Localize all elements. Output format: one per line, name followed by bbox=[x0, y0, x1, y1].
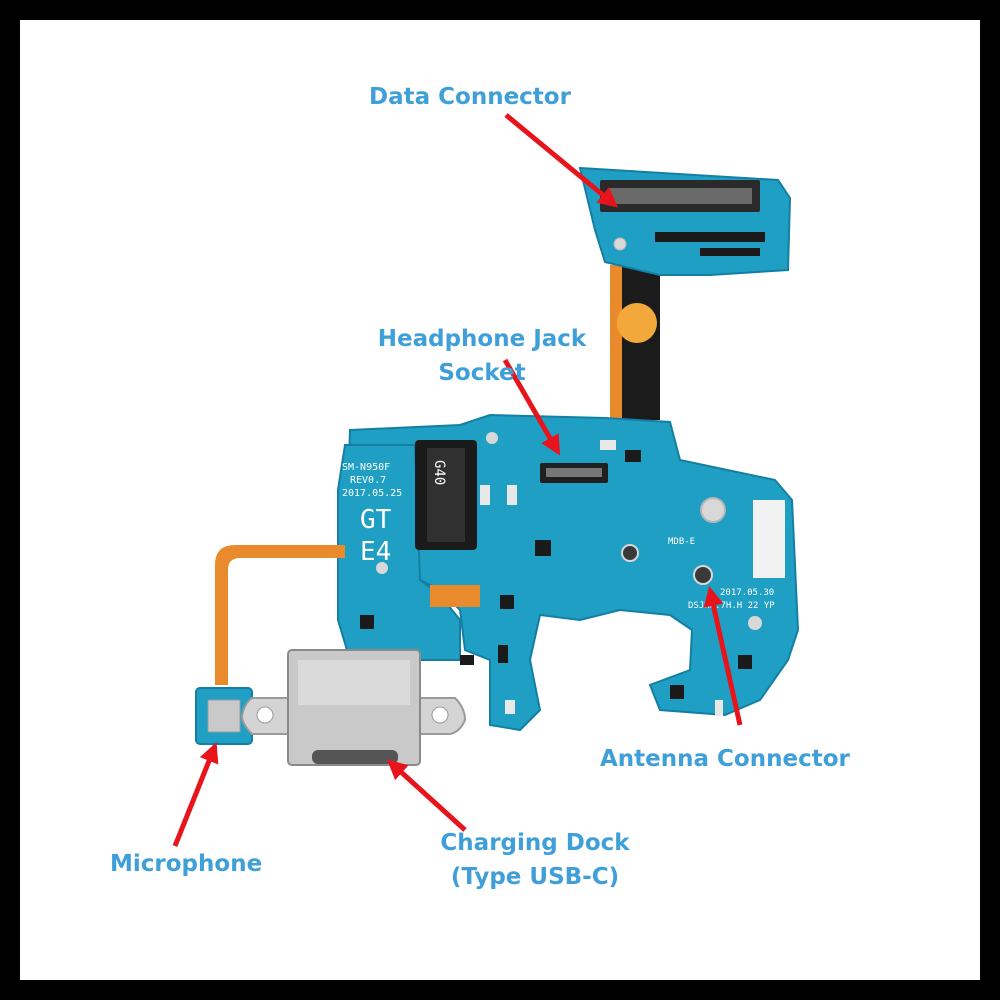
usb-c-bracket-hole-left bbox=[256, 706, 274, 724]
flex-cable-pad bbox=[617, 303, 657, 343]
antenna-connector bbox=[693, 565, 713, 585]
board-e4-text: E4 bbox=[360, 537, 391, 567]
label-charging-dock: Charging Dock (Type USB-C) bbox=[420, 826, 650, 894]
arrow-headphone-jack bbox=[502, 358, 561, 456]
smd-component bbox=[507, 485, 517, 505]
smd-component bbox=[625, 450, 641, 462]
usb-c-dock-top bbox=[298, 660, 410, 705]
headphone-jack-shell bbox=[427, 448, 465, 542]
mount-hole bbox=[376, 562, 388, 574]
smd-chip bbox=[738, 655, 752, 669]
label-headphone-jack-line1: Headphone Jack bbox=[377, 326, 587, 352]
white-sticker bbox=[753, 500, 785, 578]
connector-pads-row bbox=[655, 232, 765, 242]
pcb-diagram: SM-N950F REV0.7 2017.05.25 GT E4 G40 MDB… bbox=[172, 113, 800, 847]
connector-pads-row-2 bbox=[700, 248, 760, 256]
board-date-right-text: 2017.05.30 bbox=[720, 588, 774, 598]
mount-hole bbox=[748, 616, 762, 630]
usb-c-port bbox=[312, 750, 398, 764]
headphone-jack-connector-pins bbox=[546, 468, 602, 477]
label-charging-dock-line2: (Type USB-C) bbox=[450, 864, 620, 890]
antenna-connector-small bbox=[621, 544, 639, 562]
label-antenna-connector: Antenna Connector bbox=[600, 746, 850, 772]
arrow-data-connector bbox=[504, 113, 619, 208]
image-frame: SM-N950F REV0.7 2017.05.25 GT E4 G40 MDB… bbox=[20, 20, 980, 980]
smd-chip bbox=[360, 615, 374, 629]
usb-c-bracket-hole-right bbox=[431, 706, 449, 724]
mount-hole bbox=[486, 432, 498, 444]
microphone-component bbox=[207, 699, 241, 733]
microphone-flex-cable bbox=[215, 545, 345, 685]
board-model-text: SM-N950F bbox=[342, 462, 390, 473]
smd-component bbox=[498, 645, 508, 663]
smd-component bbox=[480, 485, 490, 505]
board-g40-text: G40 bbox=[431, 460, 447, 485]
data-connector-pins bbox=[608, 188, 752, 204]
flex-cable-orange-strip bbox=[610, 265, 622, 420]
smd-component bbox=[600, 440, 616, 450]
smd-chip bbox=[500, 595, 514, 609]
arrow-charging-dock bbox=[387, 759, 467, 832]
arrow-antenna-connector bbox=[703, 586, 743, 726]
board-code-right-text: DSJHF.7H.H 22 YP bbox=[688, 601, 775, 611]
board-revision-text: REV0.7 bbox=[350, 475, 386, 486]
label-headphone-jack-line2: Socket bbox=[438, 360, 526, 386]
label-microphone: Microphone bbox=[110, 851, 263, 877]
arrow-microphone bbox=[172, 742, 219, 847]
smd-chip bbox=[535, 540, 551, 556]
mount-hole-top bbox=[613, 237, 627, 251]
board-gt-text: GT bbox=[360, 505, 392, 535]
label-charging-dock-line1: Charging Dock bbox=[440, 830, 630, 856]
label-headphone-jack: Headphone Jack Socket bbox=[362, 322, 602, 390]
flex-cable-orange-right bbox=[430, 585, 480, 607]
smd-component bbox=[460, 655, 474, 665]
smd-chip bbox=[670, 685, 684, 699]
board-date-left-text: 2017.05.25 bbox=[342, 488, 402, 499]
smd-component bbox=[715, 700, 723, 716]
mount-hole bbox=[700, 497, 726, 523]
label-data-connector: Data Connector bbox=[369, 84, 571, 110]
board-mdb-text: MDB-E bbox=[668, 537, 695, 547]
smd-component bbox=[505, 700, 515, 714]
